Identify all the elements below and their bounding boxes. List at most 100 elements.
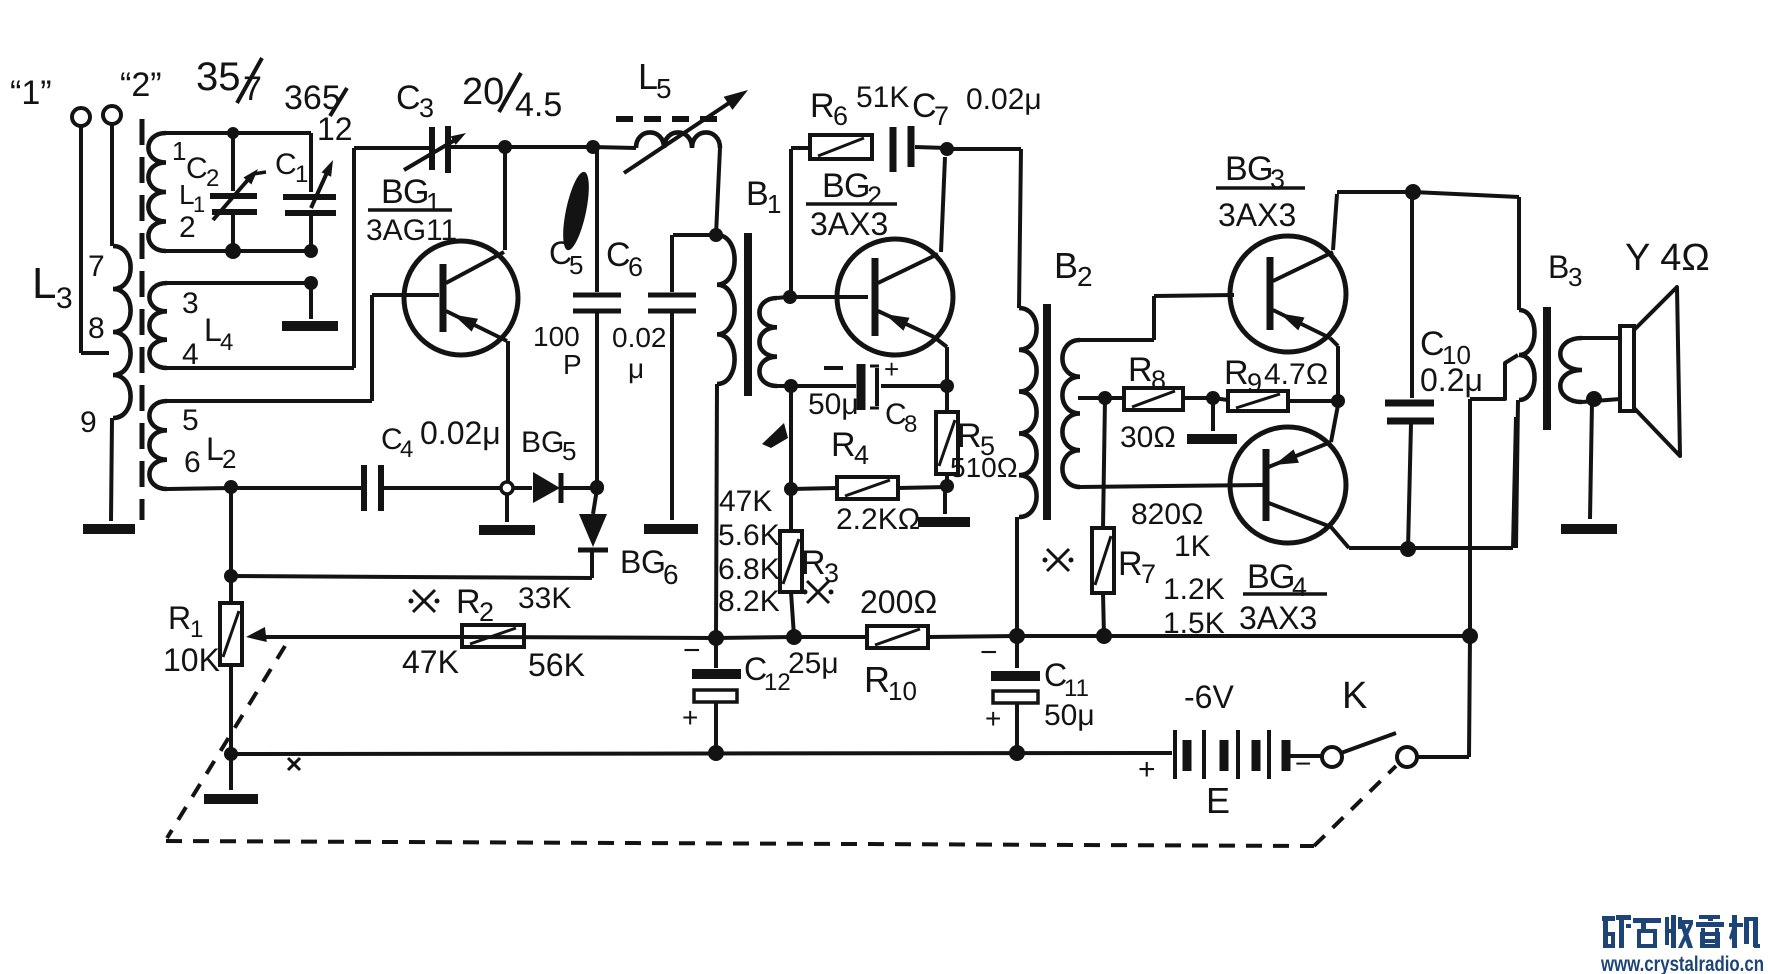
svg-text:−: − bbox=[1295, 748, 1311, 779]
svg-text:4: 4 bbox=[400, 436, 413, 463]
svg-text:1: 1 bbox=[767, 189, 781, 219]
svg-text:−: − bbox=[980, 636, 998, 669]
svg-text:R: R bbox=[168, 600, 191, 636]
svg-text:0.2μ: 0.2μ bbox=[1420, 362, 1483, 398]
svg-text:L: L bbox=[179, 179, 195, 210]
svg-text:1: 1 bbox=[193, 192, 205, 217]
svg-text:0.02μ: 0.02μ bbox=[420, 415, 501, 451]
svg-text:10K: 10K bbox=[163, 642, 220, 678]
svg-text:51K: 51K bbox=[856, 81, 909, 114]
svg-text:10: 10 bbox=[1442, 340, 1471, 370]
svg-text:G: G bbox=[1247, 150, 1273, 188]
svg-text:B: B bbox=[620, 544, 641, 580]
svg-text:1.2K: 1.2K bbox=[1163, 573, 1225, 606]
svg-text:μ: μ bbox=[628, 353, 644, 384]
svg-text:200Ω: 200Ω bbox=[860, 584, 937, 620]
svg-text:C: C bbox=[744, 651, 767, 687]
svg-text:B: B bbox=[1054, 245, 1078, 286]
svg-text:C: C bbox=[885, 398, 907, 431]
svg-text:33K: 33K bbox=[518, 582, 571, 615]
svg-text:11: 11 bbox=[1064, 675, 1089, 702]
svg-text:B: B bbox=[1225, 150, 1248, 188]
svg-text:“2”: “2” bbox=[120, 66, 162, 104]
svg-text:3: 3 bbox=[1568, 262, 1582, 292]
svg-text:E: E bbox=[1206, 780, 1230, 821]
svg-text:5: 5 bbox=[569, 250, 583, 280]
svg-text:C: C bbox=[549, 235, 572, 271]
svg-text:7: 7 bbox=[934, 101, 949, 131]
svg-text:7: 7 bbox=[243, 70, 262, 108]
svg-text:R: R bbox=[864, 659, 890, 700]
svg-text:3AX3: 3AX3 bbox=[1239, 600, 1317, 636]
svg-text:10: 10 bbox=[888, 676, 917, 706]
svg-text:7: 7 bbox=[88, 250, 105, 283]
svg-text:6.8K: 6.8K bbox=[718, 553, 780, 586]
svg-text:35: 35 bbox=[196, 55, 241, 99]
svg-text:4: 4 bbox=[182, 338, 199, 371]
svg-text:B: B bbox=[746, 175, 769, 213]
svg-text:B: B bbox=[1247, 558, 1270, 596]
svg-text:+: + bbox=[1138, 753, 1156, 786]
svg-text:C: C bbox=[396, 79, 421, 117]
svg-text:25μ: 25μ bbox=[788, 647, 839, 680]
svg-text:1: 1 bbox=[295, 161, 308, 188]
svg-text:B: B bbox=[381, 173, 404, 211]
svg-text:+: + bbox=[682, 702, 698, 733]
svg-text:1: 1 bbox=[172, 136, 186, 166]
svg-text:G: G bbox=[641, 544, 666, 580]
svg-text:R: R bbox=[1224, 354, 1249, 392]
svg-text:G: G bbox=[1269, 558, 1295, 596]
svg-text:3: 3 bbox=[56, 282, 73, 315]
svg-text:100: 100 bbox=[533, 321, 580, 352]
svg-text:R: R bbox=[801, 544, 826, 582]
svg-text:5: 5 bbox=[182, 404, 199, 437]
svg-text:6: 6 bbox=[184, 446, 201, 479]
svg-text:4.5: 4.5 bbox=[515, 86, 562, 124]
svg-text:12: 12 bbox=[764, 669, 791, 696]
svg-text:6: 6 bbox=[663, 559, 679, 590]
svg-text:−: − bbox=[683, 634, 701, 667]
svg-text:5: 5 bbox=[562, 436, 576, 466]
svg-text:2: 2 bbox=[206, 165, 219, 192]
svg-text:2: 2 bbox=[179, 211, 196, 244]
svg-text:8: 8 bbox=[1151, 365, 1166, 395]
svg-text:4.7Ω: 4.7Ω bbox=[1264, 358, 1328, 391]
svg-text:G: G bbox=[541, 426, 564, 459]
svg-text:R: R bbox=[1118, 545, 1143, 583]
svg-text:2.2KΩ: 2.2KΩ bbox=[836, 503, 920, 536]
svg-text:30Ω: 30Ω bbox=[1120, 421, 1176, 454]
svg-text:R: R bbox=[810, 87, 835, 125]
svg-text:+: + bbox=[985, 703, 1001, 734]
svg-text:L: L bbox=[204, 312, 222, 348]
svg-text:5.6K: 5.6K bbox=[718, 519, 780, 552]
svg-text:0.02: 0.02 bbox=[612, 322, 667, 353]
svg-text:1: 1 bbox=[190, 616, 203, 643]
svg-text:R: R bbox=[831, 426, 856, 464]
svg-text:C: C bbox=[186, 152, 208, 185]
svg-text:L: L bbox=[206, 431, 224, 467]
svg-text:-6V: -6V bbox=[1184, 679, 1234, 715]
svg-text:8: 8 bbox=[904, 411, 917, 438]
svg-text:820Ω: 820Ω bbox=[1131, 498, 1203, 531]
svg-text:2: 2 bbox=[479, 597, 494, 627]
svg-text:+: + bbox=[884, 354, 899, 384]
svg-text:3: 3 bbox=[419, 93, 434, 123]
svg-text:20: 20 bbox=[462, 71, 504, 113]
svg-text:0.02μ: 0.02μ bbox=[966, 83, 1042, 116]
svg-text:5: 5 bbox=[656, 73, 672, 104]
svg-text:9: 9 bbox=[1247, 368, 1262, 398]
svg-text:L: L bbox=[638, 56, 658, 97]
svg-text:B: B bbox=[521, 426, 541, 459]
svg-text:1K: 1K bbox=[1174, 530, 1211, 563]
svg-text:2: 2 bbox=[1077, 261, 1093, 292]
svg-text:C: C bbox=[1420, 325, 1445, 363]
svg-text:8: 8 bbox=[88, 312, 105, 345]
svg-text:50μ: 50μ bbox=[1044, 699, 1095, 732]
svg-text:510Ω: 510Ω bbox=[950, 452, 1018, 483]
svg-text:C: C bbox=[912, 87, 937, 125]
svg-text:3AG11: 3AG11 bbox=[366, 214, 457, 247]
svg-text:3AX3: 3AX3 bbox=[1218, 197, 1296, 233]
svg-text:“1”: “1” bbox=[10, 74, 52, 112]
svg-text:R: R bbox=[1128, 351, 1153, 389]
svg-text:6: 6 bbox=[628, 252, 643, 282]
